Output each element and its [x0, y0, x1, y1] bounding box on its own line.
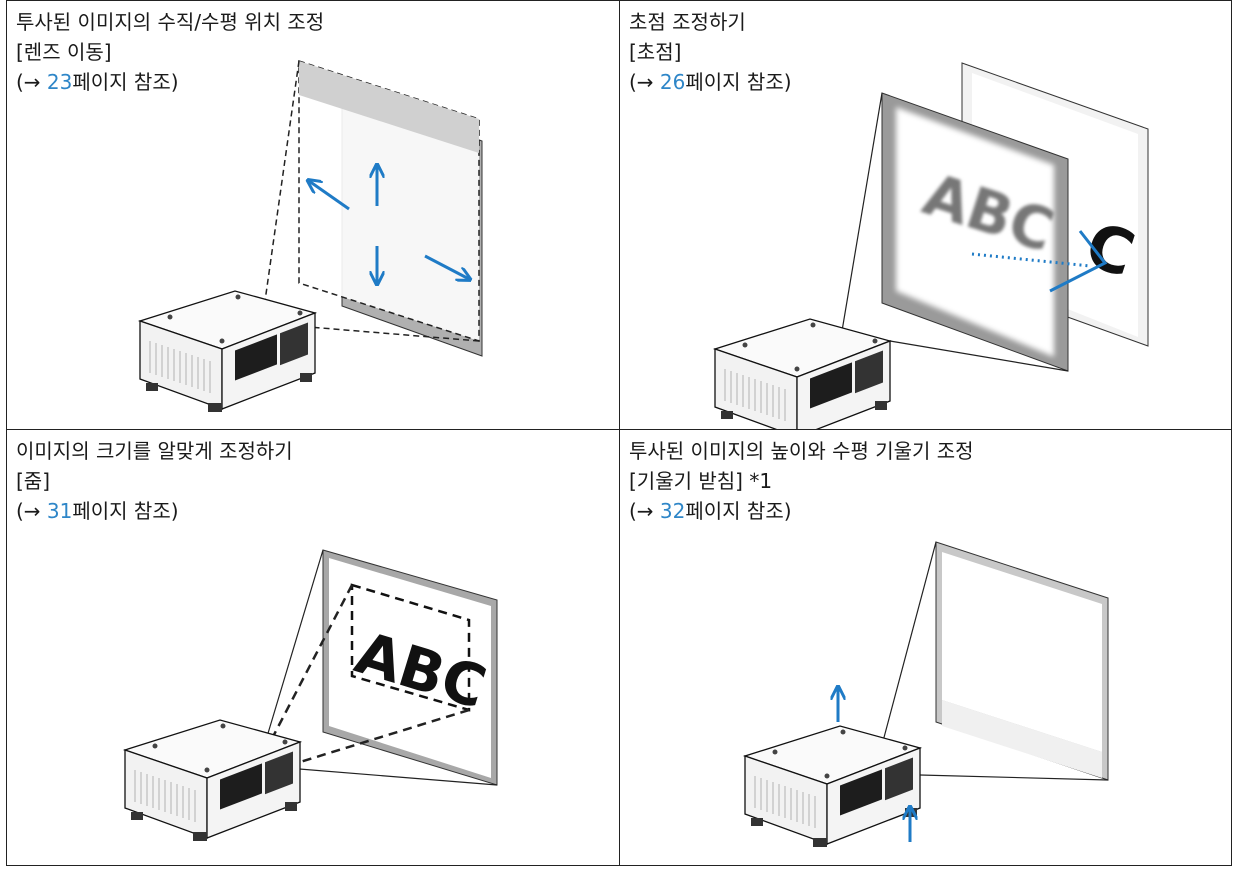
focus-illustration: C ABC — [714, 62, 1149, 429]
tilt-illustration — [744, 541, 1109, 848]
projector-icon — [139, 290, 316, 413]
focus-arrowhead-icon — [1049, 230, 1108, 293]
zoom-illustration: ABC — [124, 549, 498, 842]
panel-title: 초점 조정하기 — [629, 10, 746, 34]
projection-line — [919, 774, 1109, 781]
panel-subtitle: [렌즈 이동] — [16, 40, 112, 64]
projection-line — [889, 340, 1069, 372]
focus-path-dotted — [971, 252, 1091, 268]
projection-line — [877, 541, 937, 761]
panel-caption: 투사된 이미지의 높이와 수평 기울기 조정 [기울기 받침] *1 (→ 32… — [629, 436, 974, 526]
page-reference: (→ 32페이지 참조) — [629, 499, 792, 523]
panel-subtitle: [줌] — [16, 469, 51, 493]
grid-divider-horizontal — [7, 429, 1231, 430]
panel-caption: 초점 조정하기 [초점] (→ 26페이지 참조) — [629, 7, 792, 97]
screen-bottom-band — [942, 700, 1102, 778]
panel-tilt-foot: 투사된 이미지의 높이와 수평 기울기 조정 [기울기 받침] *1 (→ 32… — [620, 430, 1232, 858]
panel-subtitle: [기울기 받침] *1 — [629, 469, 773, 493]
panel-title: 투사된 이미지의 수직/수평 위치 조정 — [16, 10, 325, 34]
zoom-projection-line — [263, 584, 354, 753]
arrow-up-left-icon — [309, 181, 350, 211]
projected-screen-inner — [942, 552, 1102, 752]
panel-title: 투사된 이미지의 높이와 수평 기울기 조정 — [629, 439, 974, 463]
projector-icon — [714, 318, 891, 429]
page-link[interactable]: 23 — [46, 70, 73, 94]
page-reference: (→ 23페이지 참조) — [16, 70, 179, 94]
panel-title: 이미지의 크기를 알맞게 조정하기 — [16, 439, 293, 463]
zoom-projection-line — [286, 708, 470, 768]
projection-line — [286, 767, 498, 786]
panel-caption: 투사된 이미지의 수직/수평 위치 조정 [렌즈 이동] (→ 23페이지 참조… — [16, 7, 324, 97]
projection-line — [841, 92, 883, 332]
image-shadow-band — [299, 61, 479, 153]
projected-screen-inner — [329, 558, 491, 778]
panel-subtitle: [초점] — [629, 40, 682, 64]
panel-caption: 이미지의 크기를 알맞게 조정하기 [줌] (→ 31페이지 참조) — [16, 436, 293, 526]
page-link[interactable]: 26 — [659, 70, 686, 94]
feature-grid: 투사된 이미지의 수직/수평 위치 조정 [렌즈 이동] (→ 23페이지 참조… — [6, 0, 1232, 866]
arrow-down-right-icon — [424, 254, 469, 279]
page-reference: (→ 26페이지 참조) — [629, 70, 792, 94]
projection-line — [264, 60, 300, 302]
page-link[interactable]: 31 — [46, 499, 73, 523]
projector-icon — [744, 725, 921, 848]
blurred-screen-inner — [896, 107, 1054, 357]
lens-shift-illustration — [139, 59, 483, 413]
projection-line — [296, 325, 480, 342]
projector-icon — [124, 719, 301, 842]
panel-zoom: 이미지의 크기를 알맞게 조정하기 [줌] (→ 31페이지 참조) ABC — [7, 430, 619, 858]
panel-focus: 초점 조정하기 [초점] (→ 26페이지 참조) C ABC — [620, 1, 1232, 429]
grid-divider-vertical — [619, 1, 620, 865]
projection-line — [262, 549, 324, 751]
page-reference: (→ 31페이지 참조) — [16, 499, 179, 523]
page-link[interactable]: 32 — [659, 499, 686, 523]
panel-lens-shift: 투사된 이미지의 수직/수평 위치 조정 [렌즈 이동] (→ 23페이지 참조… — [7, 1, 619, 429]
